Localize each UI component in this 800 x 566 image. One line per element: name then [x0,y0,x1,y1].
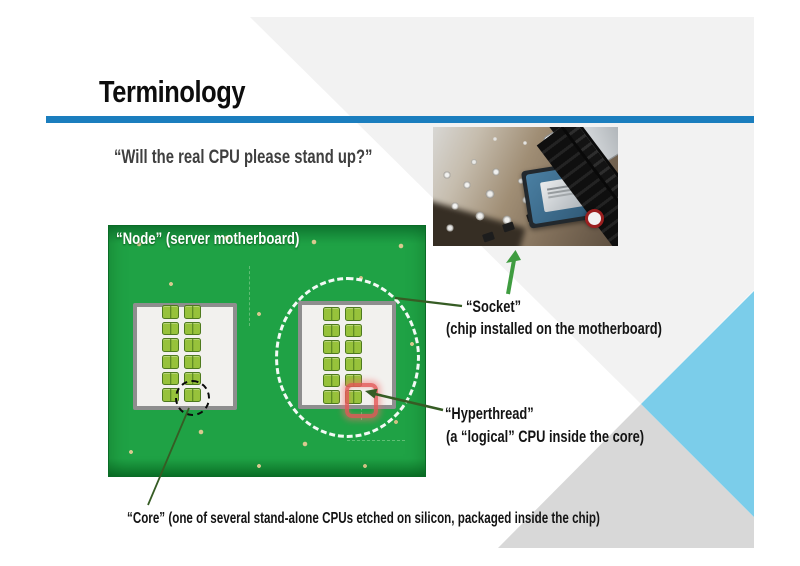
socket-dashed-circle [275,277,420,438]
blue-triangle [641,291,754,517]
core-chip [184,338,201,352]
pcb-trace [347,440,405,441]
core-chip [184,321,201,336]
hyperthread-label: “Hyperthread” [445,405,534,423]
node-board-graphic: “Node” (server motherboard) [108,225,426,477]
hyperthread-description: (a “logical” CPU inside the core) [446,428,645,446]
title-underline [46,116,754,123]
cpu-socket-photo [433,127,618,246]
socket-label: “Socket” [466,298,522,316]
core-chip [184,305,201,319]
core-chip [162,321,179,336]
core-dashed-circle [175,380,210,416]
gray-triangle [498,404,754,548]
pcb-trace [249,266,250,326]
core-chip [162,371,179,386]
core-chip [162,355,179,369]
hyperthread-highlight [345,383,378,418]
core-chip [162,338,179,352]
core-chip [184,355,201,369]
core-label: “Core” (one of several stand-alone CPUs … [127,510,600,527]
page-title: Terminology [99,74,246,109]
node-board-label: “Node” (server motherboard) [116,230,300,248]
quote-text: “Will the real CPU please stand up?” [114,147,373,168]
socket-description: (chip installed on the motherboard) [446,320,662,338]
core-chip [162,305,179,319]
ram-logo [585,209,604,228]
